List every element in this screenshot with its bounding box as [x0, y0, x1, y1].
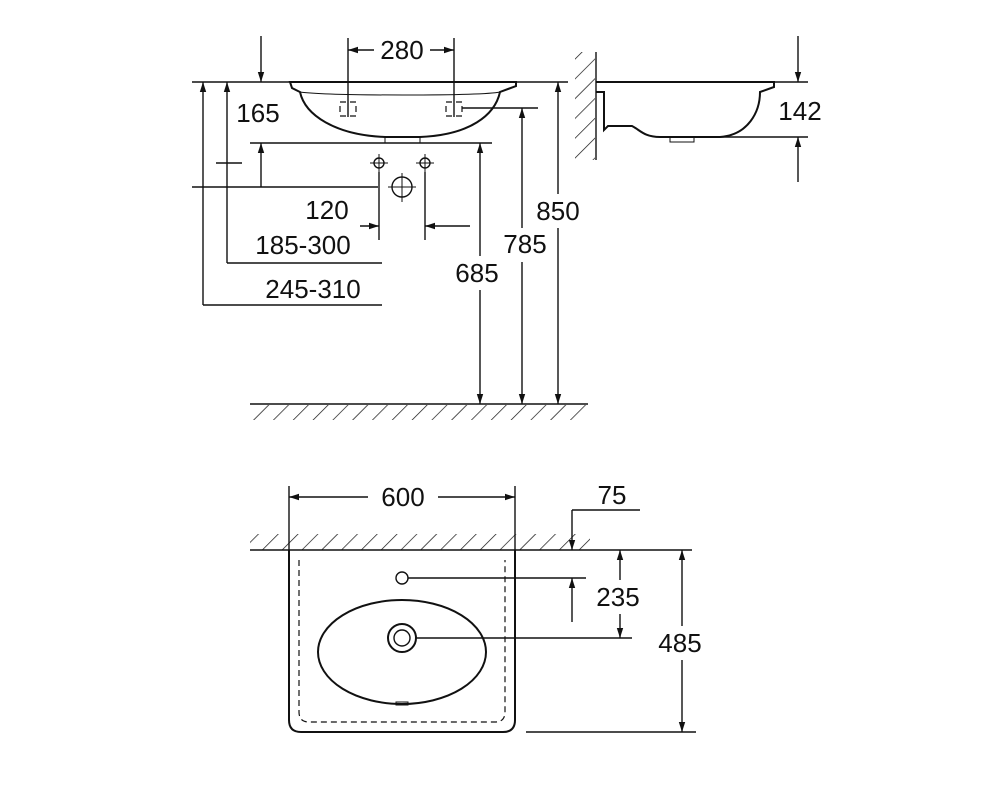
side-basin-outline — [596, 81, 775, 138]
side-view: 142 — [575, 36, 822, 182]
bowl-ellipse — [317, 599, 487, 705]
dim-label-rim-to-waste: 165 — [236, 98, 279, 128]
dim-label-projection: 485 — [658, 628, 701, 658]
tap-hole — [395, 571, 409, 585]
wall-hatch — [575, 52, 595, 160]
drain-inner — [393, 629, 411, 647]
dim-label-waste-offset: 120 — [305, 195, 348, 225]
tap-hole-right — [445, 101, 463, 117]
dim-label-tap-hole-spacing: 280 — [380, 35, 423, 65]
top-basin-outline — [288, 550, 516, 733]
top-basin-dashed — [298, 560, 506, 723]
front-basin-inner — [299, 91, 501, 96]
side-basin-drain — [669, 137, 695, 143]
floor-hatch — [250, 405, 588, 420]
dim-label-wall-to-drain: 235 — [596, 582, 639, 612]
front-view: 280 165 120 185-300 245-310 — [192, 35, 588, 420]
dim-label-floor-to-rim: 850 — [536, 196, 579, 226]
dim-label-width: 600 — [381, 482, 424, 512]
tap-hole-left — [339, 101, 357, 117]
front-basin-outline — [288, 81, 517, 138]
dim-label-supply-height-range: 185-300 — [255, 230, 350, 260]
dim-label-floor-to-waste: 685 — [455, 258, 498, 288]
dim-label-floor-to-bowl: 785 — [503, 229, 546, 259]
dim-label-basin-depth: 142 — [778, 96, 821, 126]
dim-label-wall-gap: 75 — [598, 480, 627, 510]
top-wall-hatch — [250, 534, 590, 550]
dim-label-waste-height-range: 245-310 — [265, 274, 360, 304]
drain-outer — [387, 623, 417, 653]
top-view: 600 75 235 485 — [250, 480, 712, 733]
overflow-slot — [395, 701, 409, 706]
